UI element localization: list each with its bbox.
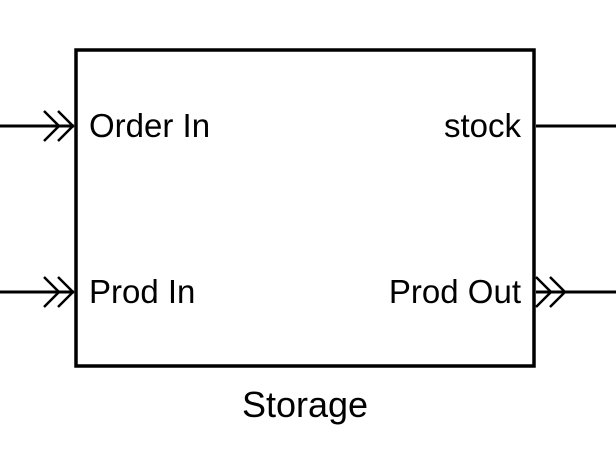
block-name[interactable]: Storage — [242, 384, 368, 425]
storage-block[interactable] — [74, 48, 536, 368]
port-order-in-chevron-icon[interactable] — [43, 110, 75, 142]
port-prod-out-chevron-icon[interactable] — [535, 276, 567, 308]
output-port-label: Prod Out — [389, 273, 521, 310]
port-prod-in-chevron-icon[interactable] — [43, 276, 75, 308]
output-port-label: stock — [444, 107, 522, 144]
input-port-label: Order In — [89, 107, 210, 144]
input-port-label: Prod In — [89, 273, 195, 310]
